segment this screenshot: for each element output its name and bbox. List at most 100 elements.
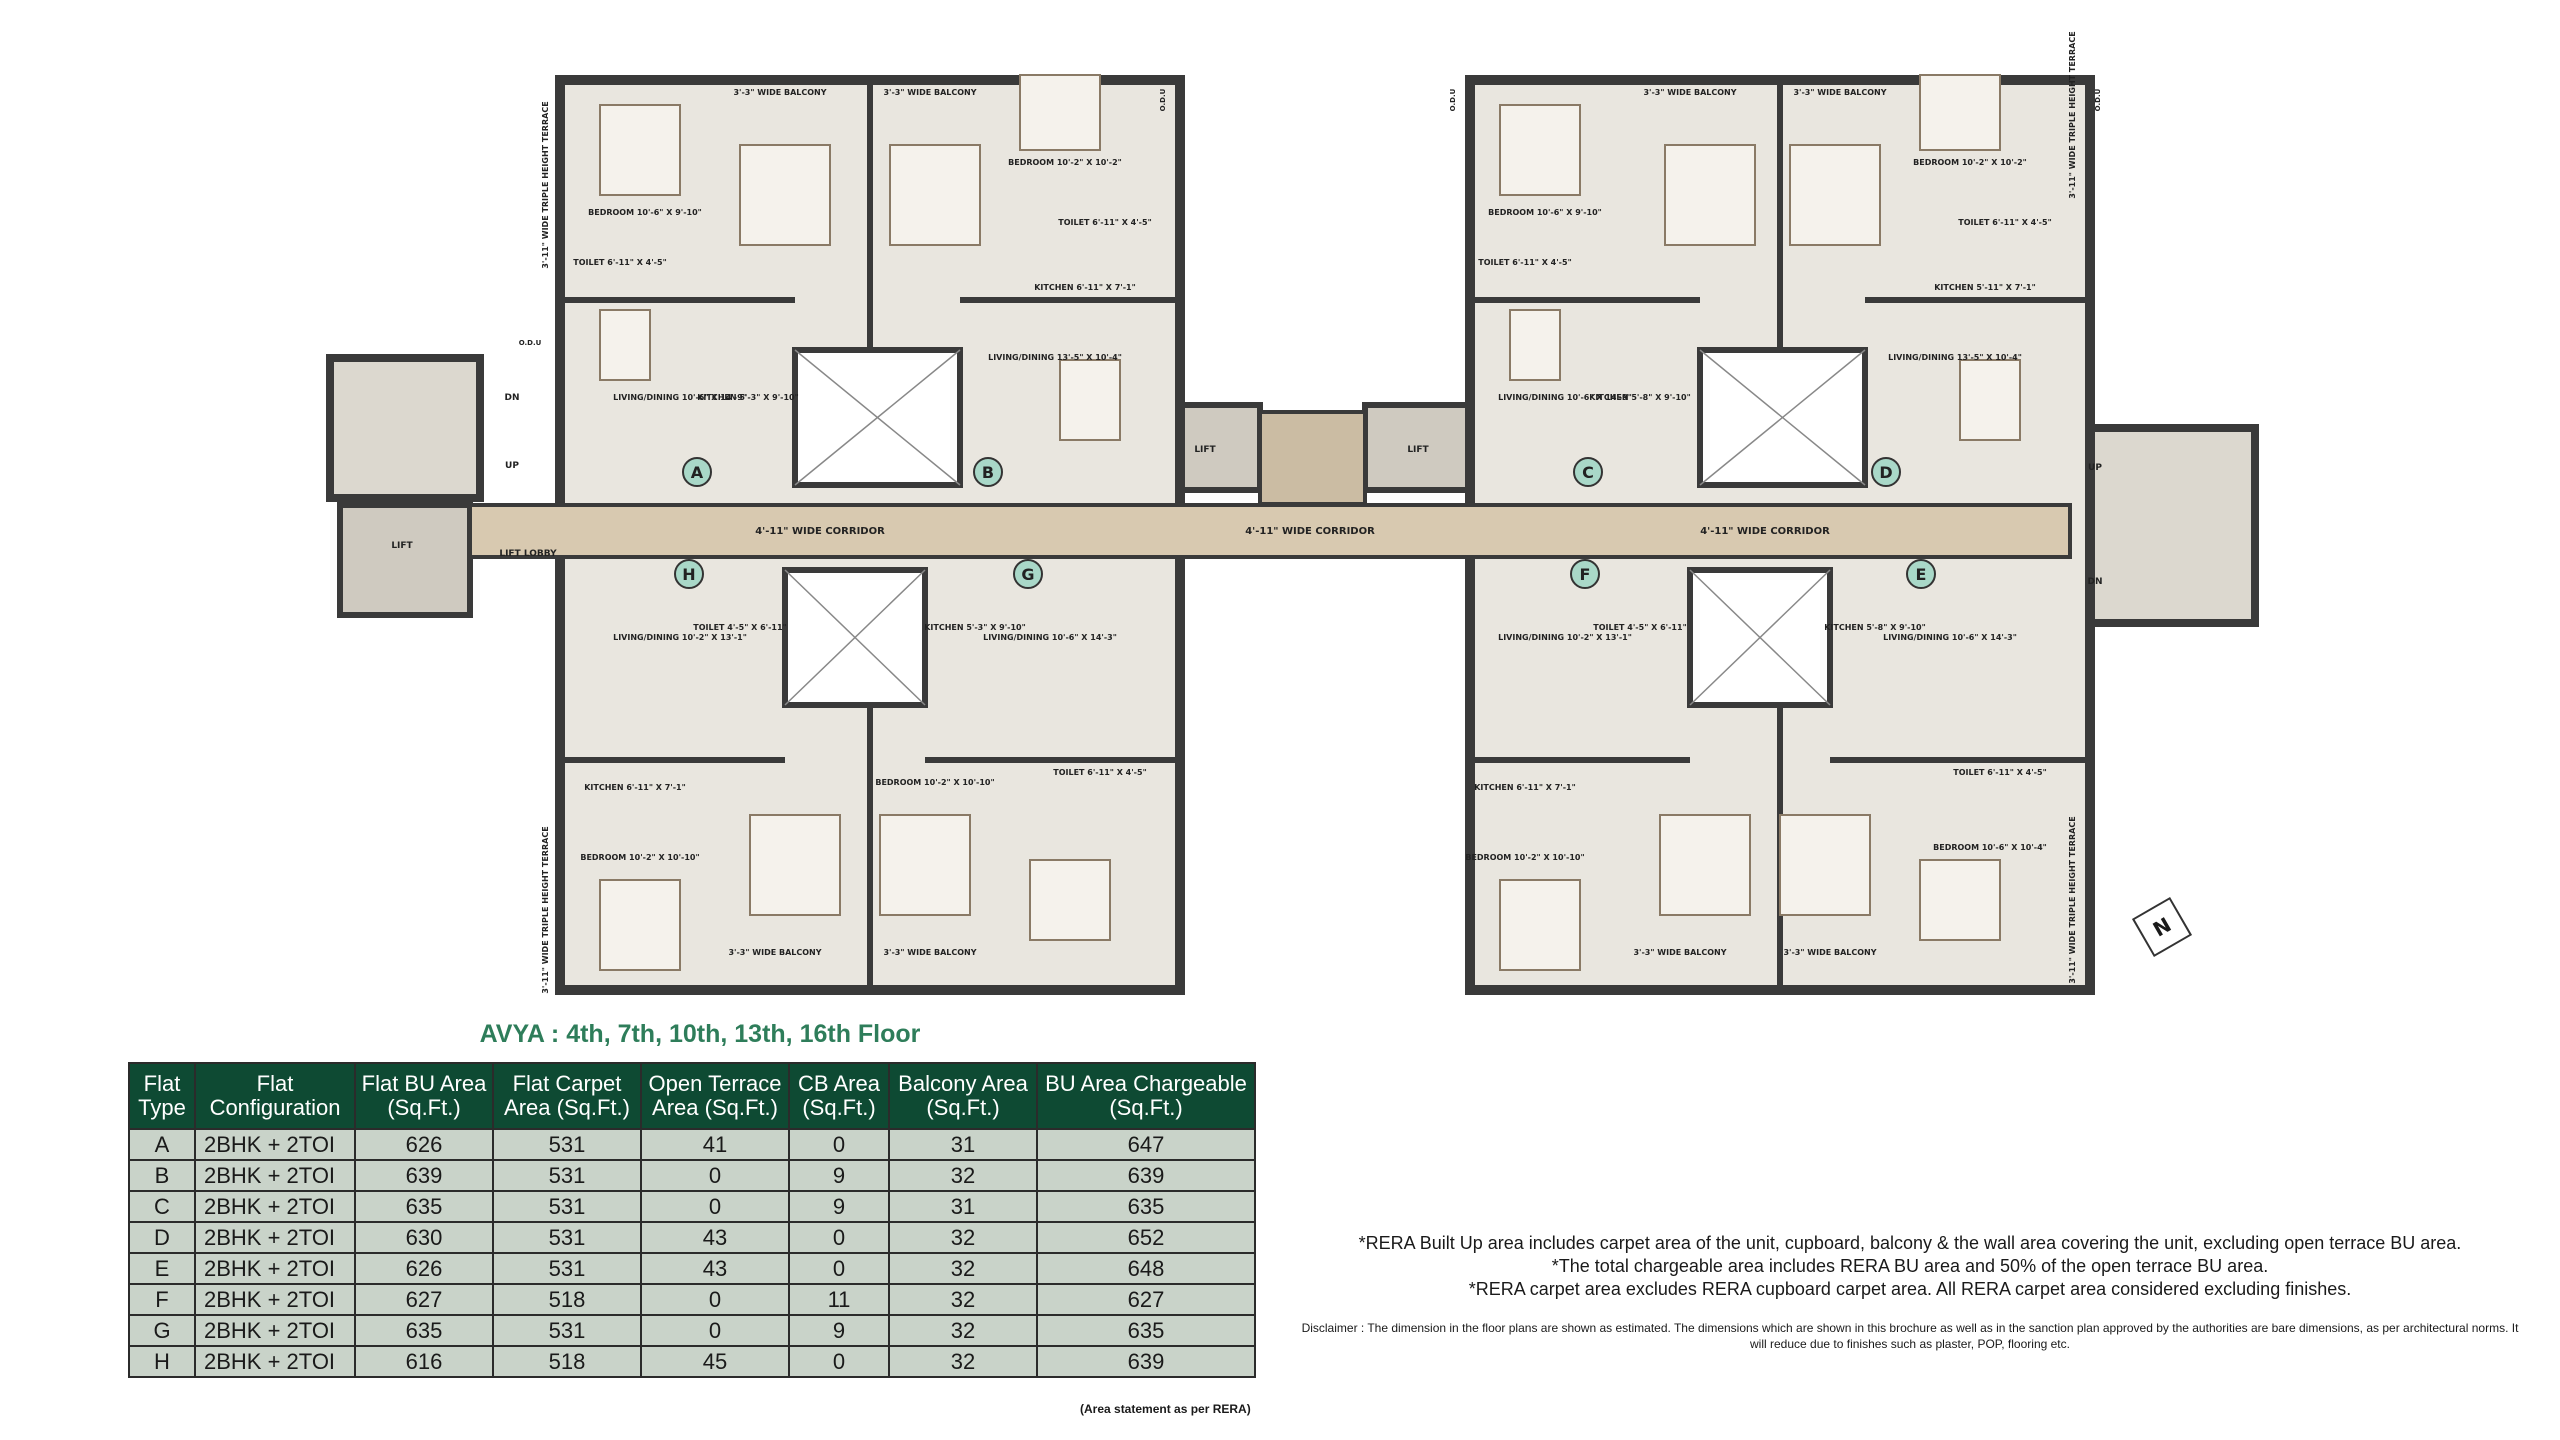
table-cell: 0 xyxy=(640,1283,790,1316)
terrace-label: 3'-11" WIDE TRIPLE HEIGHT TERRACE xyxy=(541,101,550,268)
column-header: Open Terrace Area (Sq.Ft.) xyxy=(640,1062,790,1130)
room-label: KITCHEN 6'-11" X 7'-1" xyxy=(584,783,686,792)
room-label: TOILET 4'-5" X 6'-11" xyxy=(693,623,786,632)
table-cell: 626 xyxy=(354,1252,494,1285)
table-cell: E xyxy=(128,1252,196,1285)
table-cell: 9 xyxy=(788,1159,890,1192)
balcony-label: 3'-3" WIDE BALCONY xyxy=(1633,948,1726,957)
column-header: Flat Carpet Area (Sq.Ft.) xyxy=(492,1062,642,1130)
table-cell: 635 xyxy=(354,1314,494,1347)
balcony-label: 3'-3" WIDE BALCONY xyxy=(883,948,976,957)
room-label: TOILET 6'-11" X 4'-5" xyxy=(573,258,666,267)
room-label: BEDROOM 10'-2" X 10'-10" xyxy=(1465,853,1584,862)
table-cell: 31 xyxy=(888,1128,1038,1161)
table-cell: 0 xyxy=(788,1345,890,1378)
floor-plan-drawing: A B C D E F G H 4'-11" WIDE CORRIDOR 4'-… xyxy=(326,31,2259,995)
table-cell: 0 xyxy=(788,1221,890,1254)
lift-lobby-label: LIFT LOBBY xyxy=(499,549,557,559)
table-cell: 616 xyxy=(354,1345,494,1378)
room-label: TOILET 6'-11" X 4'-5" xyxy=(1053,768,1146,777)
room-label: TOILET 6'-11" X 4'-5" xyxy=(1958,218,2051,227)
room-label: TOILET 4'-5" X 6'-11" xyxy=(1593,623,1686,632)
room-label: TOILET 6'-11" X 4'-5" xyxy=(1058,218,1151,227)
unit-badge-c: C xyxy=(1573,457,1603,487)
table-cell: 639 xyxy=(1036,1159,1256,1192)
table-cell: 531 xyxy=(492,1128,642,1161)
table-cell: F xyxy=(128,1283,196,1316)
column-header: Flat Type xyxy=(128,1062,196,1130)
table-cell: C xyxy=(128,1190,196,1223)
svg-text:H: H xyxy=(682,565,695,584)
corridor-label: 4'-11" WIDE CORRIDOR xyxy=(1700,526,1830,537)
corridor-label: 4'-11" WIDE CORRIDOR xyxy=(1245,526,1375,537)
table-cell: 0 xyxy=(788,1252,890,1285)
unit-badge-e: E xyxy=(1906,559,1936,589)
table-header-row: Flat Type Flat Configuration Flat BU Are… xyxy=(128,1062,1256,1130)
table-cell: 531 xyxy=(492,1252,642,1285)
room-label: KITCHEN 5'-11" X 7'-1" xyxy=(1934,283,2036,292)
table-cell: B xyxy=(128,1159,196,1192)
balcony-label: 3'-3" WIDE BALCONY xyxy=(1643,88,1736,97)
table-cell: 626 xyxy=(354,1128,494,1161)
stair-down-label: DN xyxy=(504,393,519,403)
balcony-label: 3'-3" WIDE BALCONY xyxy=(1793,88,1886,97)
table-cell: 2BHK + 2TOI xyxy=(194,1314,356,1347)
room-label: KITCHEN 5'-3" X 9'-10" xyxy=(697,393,799,402)
room-label: KITCHEN 6'-11" X 7'-1" xyxy=(1474,783,1576,792)
table-cell: 531 xyxy=(492,1314,642,1347)
balcony-label: 3'-3" WIDE BALCONY xyxy=(1783,948,1876,957)
center-lobby xyxy=(1258,410,1367,506)
table-cell: 639 xyxy=(354,1159,494,1192)
table-cell: G xyxy=(128,1314,196,1347)
room-label: LIVING/DINING 10'-2" X 13'-1" xyxy=(1498,633,1632,642)
balcony-label: 3'-3" WIDE BALCONY xyxy=(733,88,826,97)
floor-plan: A B C D E F G H 4'-11" WIDE CORRIDOR 4'-… xyxy=(326,31,2259,995)
table-cell: 635 xyxy=(1036,1314,1256,1347)
room-label: LIVING/DINING 13'-5" X 10'-4" xyxy=(988,353,1122,362)
terrace-label: 3'-11" WIDE TRIPLE HEIGHT TERRACE xyxy=(2068,31,2077,198)
svg-text:D: D xyxy=(1879,463,1892,482)
room-labels: BEDROOM 10'-6" X 9'-10" LIVING/DINING 10… xyxy=(573,158,2051,862)
svg-text:G: G xyxy=(1021,565,1034,584)
table-cell: 2BHK + 2TOI xyxy=(194,1159,356,1192)
table-cell: 32 xyxy=(888,1283,1038,1316)
room-label: KITCHEN 5'-3" X 9'-10" xyxy=(924,623,1026,632)
table-cell: 531 xyxy=(492,1221,642,1254)
column-header: CB Area (Sq.Ft.) xyxy=(788,1062,890,1130)
note-line: *RERA carpet area excludes RERA cupboard… xyxy=(1468,1279,2352,1299)
room-label: TOILET 6'-11" X 4'-5" xyxy=(1953,768,2046,777)
area-statement-table: Flat Type Flat Configuration Flat BU Are… xyxy=(128,1062,1256,1378)
odu-label: O.D.U xyxy=(1159,88,1167,111)
table-cell: 2BHK + 2TOI xyxy=(194,1345,356,1378)
note-line: *RERA Built Up area includes carpet area… xyxy=(1358,1233,2462,1253)
table-cell: 0 xyxy=(640,1159,790,1192)
left-staircase xyxy=(326,354,484,502)
table-cell: 0 xyxy=(788,1128,890,1161)
table-cell: 518 xyxy=(492,1345,642,1378)
table-cell: H xyxy=(128,1345,196,1378)
table-cell: 2BHK + 2TOI xyxy=(194,1190,356,1223)
room-label: LIVING/DINING 10'-6" X 14'-9" xyxy=(613,393,747,402)
room-label: KITCHEN 5'-8" X 9'-10" xyxy=(1589,393,1691,402)
stair-up-label: UP xyxy=(2088,463,2102,473)
table-cell: A xyxy=(128,1128,196,1161)
table-cell: 2BHK + 2TOI xyxy=(194,1283,356,1316)
odu-label: O.D.U xyxy=(1449,88,1457,111)
table-cell: 652 xyxy=(1036,1221,1256,1254)
table-cell: 2BHK + 2TOI xyxy=(194,1252,356,1285)
unit-badge-h: H xyxy=(674,559,704,589)
table-cell: 32 xyxy=(888,1159,1038,1192)
room-label: BEDROOM 10'-2" X 10'-10" xyxy=(580,853,699,862)
table-cell: 45 xyxy=(640,1345,790,1378)
lift-label: LIFT xyxy=(391,541,413,551)
table-cell: 0 xyxy=(640,1190,790,1223)
table-cell: 639 xyxy=(1036,1345,1256,1378)
disclaimer: Disclaimer : The dimension in the floor … xyxy=(1301,1321,2519,1351)
table-cell: 635 xyxy=(1036,1190,1256,1223)
lift-label: LIFT xyxy=(1194,445,1216,455)
